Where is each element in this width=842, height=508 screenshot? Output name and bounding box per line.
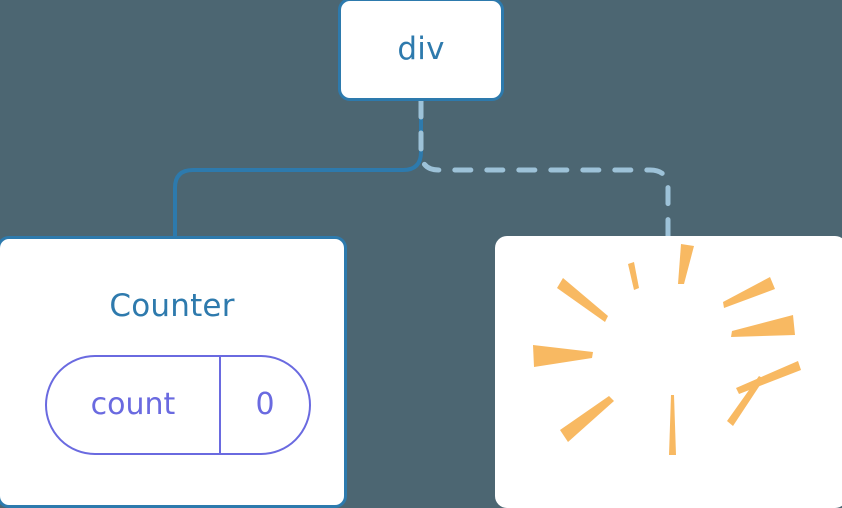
state-pill-count[interactable]: count 0 (45, 355, 311, 455)
edge-div-to-counter (173, 99, 423, 239)
spark-ray-nnw2 (678, 244, 694, 284)
node-div[interactable]: div (338, 0, 504, 101)
spark-ray-w (533, 345, 593, 367)
spark-ray-wnw (557, 278, 608, 322)
spark-ray-nnw (628, 262, 639, 290)
node-counter-label: Counter (109, 288, 235, 324)
state-pill-divider (219, 357, 221, 453)
spark-ray-nne (727, 376, 764, 426)
edge-div-to-spark (418, 98, 671, 240)
spark-ray-ene (736, 361, 801, 394)
node-spark[interactable] (495, 236, 842, 508)
node-counter[interactable]: Counter count 0 (0, 236, 347, 508)
spark-ray-wsw (560, 396, 614, 442)
spark-ray-e (731, 315, 795, 337)
state-value-label: 0 (255, 387, 275, 422)
node-div-label: div (397, 31, 445, 67)
state-key-label: count (90, 387, 176, 422)
spark-ray-n (669, 395, 676, 455)
sparkle-burst-icon (533, 244, 801, 455)
spark-ray-ne (723, 277, 775, 308)
